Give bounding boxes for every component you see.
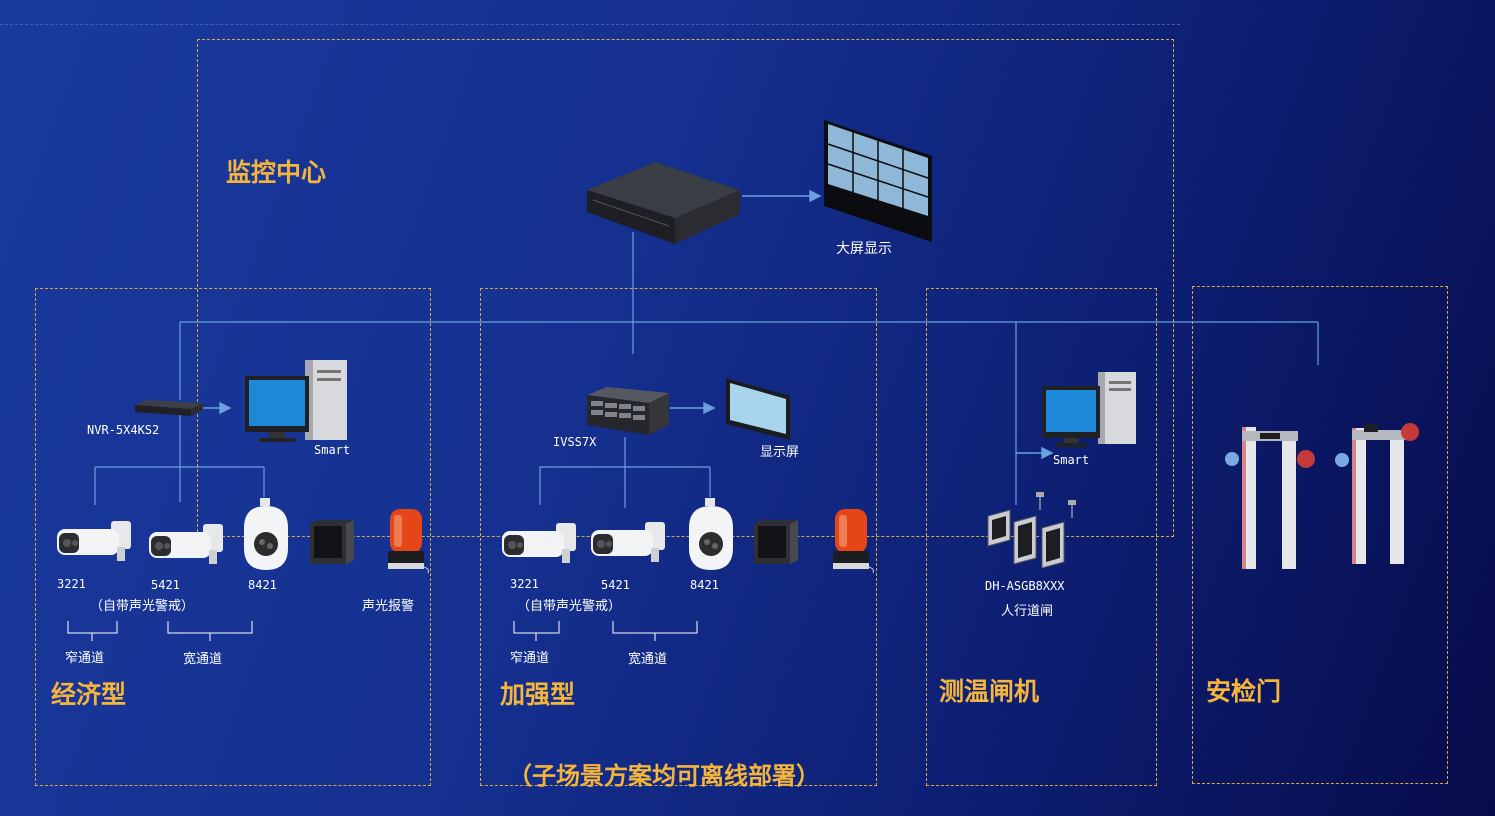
thermal-bullet-camera-icon: [591, 522, 665, 562]
thermal-bullet-camera-icon: [57, 521, 131, 561]
camera-label-3221: 3221: [510, 577, 539, 591]
economy-title: 经济型: [51, 680, 127, 709]
security-door-icon: [1225, 427, 1315, 569]
ptz-camera-icon: [244, 498, 288, 570]
camera-label-8421: 8421: [690, 578, 719, 592]
ivss-server-icon: [587, 387, 669, 435]
camera-label-5421: 5421: [151, 578, 180, 592]
narrow-channel-label: 窄通道: [510, 651, 550, 666]
nvr-icon: [135, 400, 203, 416]
wide-channel-label: 宽通道: [628, 652, 668, 667]
monitor-screen-icon: [726, 378, 790, 440]
pc-label: Smart: [314, 443, 351, 457]
gate-zone: [926, 288, 1157, 786]
narrow-channel-label: 窄通道: [65, 651, 105, 666]
thermal-bullet-camera-icon: [149, 524, 223, 564]
camera-label-3221: 3221: [57, 577, 86, 591]
security-door-zone: [1192, 286, 1448, 784]
security-door-title: 安检门: [1206, 677, 1282, 706]
gate-model-label: DH-ASGB8XXX: [985, 579, 1065, 593]
thermal-bullet-camera-icon: [502, 523, 576, 563]
offline-deploy-note: （子场景方案均可离线部署）: [508, 761, 820, 790]
camera-label-8421: 8421: [248, 578, 277, 592]
security-door-icon: [1335, 423, 1419, 564]
video-wall-icon: [824, 120, 932, 242]
black-body-calibrator-icon: [310, 520, 354, 564]
gate-label: 人行道闸: [1001, 604, 1054, 619]
turnstile-gate-icon: [987, 492, 1076, 569]
wide-channel-label: 宽通道: [183, 652, 223, 667]
gate-title: 测温闸机: [939, 677, 1040, 706]
alarm-light-label: 声光报警: [362, 599, 415, 614]
gate-pc-label: Smart: [1053, 453, 1090, 467]
black-body-calibrator-icon: [754, 520, 798, 564]
nvr-label: NVR-5X4KS2: [87, 423, 160, 437]
camera-label-5421: 5421: [601, 578, 630, 592]
ptz-camera-icon: [689, 498, 733, 570]
top-divider: [0, 24, 1180, 25]
pc-icon: [1042, 372, 1136, 447]
alarm-light-icon: [388, 509, 429, 574]
enhanced-zone: [480, 288, 877, 786]
video-wall-label: 大屏显示: [836, 241, 892, 257]
monitor-screen-label: 显示屏: [760, 445, 800, 460]
enhanced-title: 加强型: [500, 680, 576, 709]
monitor-center-title: 监控中心: [226, 158, 327, 187]
economy-zone: [35, 288, 431, 786]
central-server-icon: [587, 162, 740, 244]
self-alarm-note: （自带声光警戒）: [90, 599, 195, 614]
alarm-light-icon: [833, 509, 874, 574]
ivss-label: IVSS7X: [553, 435, 597, 449]
pc-icon: [245, 360, 347, 442]
self-alarm-note: （自带声光警戒）: [517, 599, 622, 614]
